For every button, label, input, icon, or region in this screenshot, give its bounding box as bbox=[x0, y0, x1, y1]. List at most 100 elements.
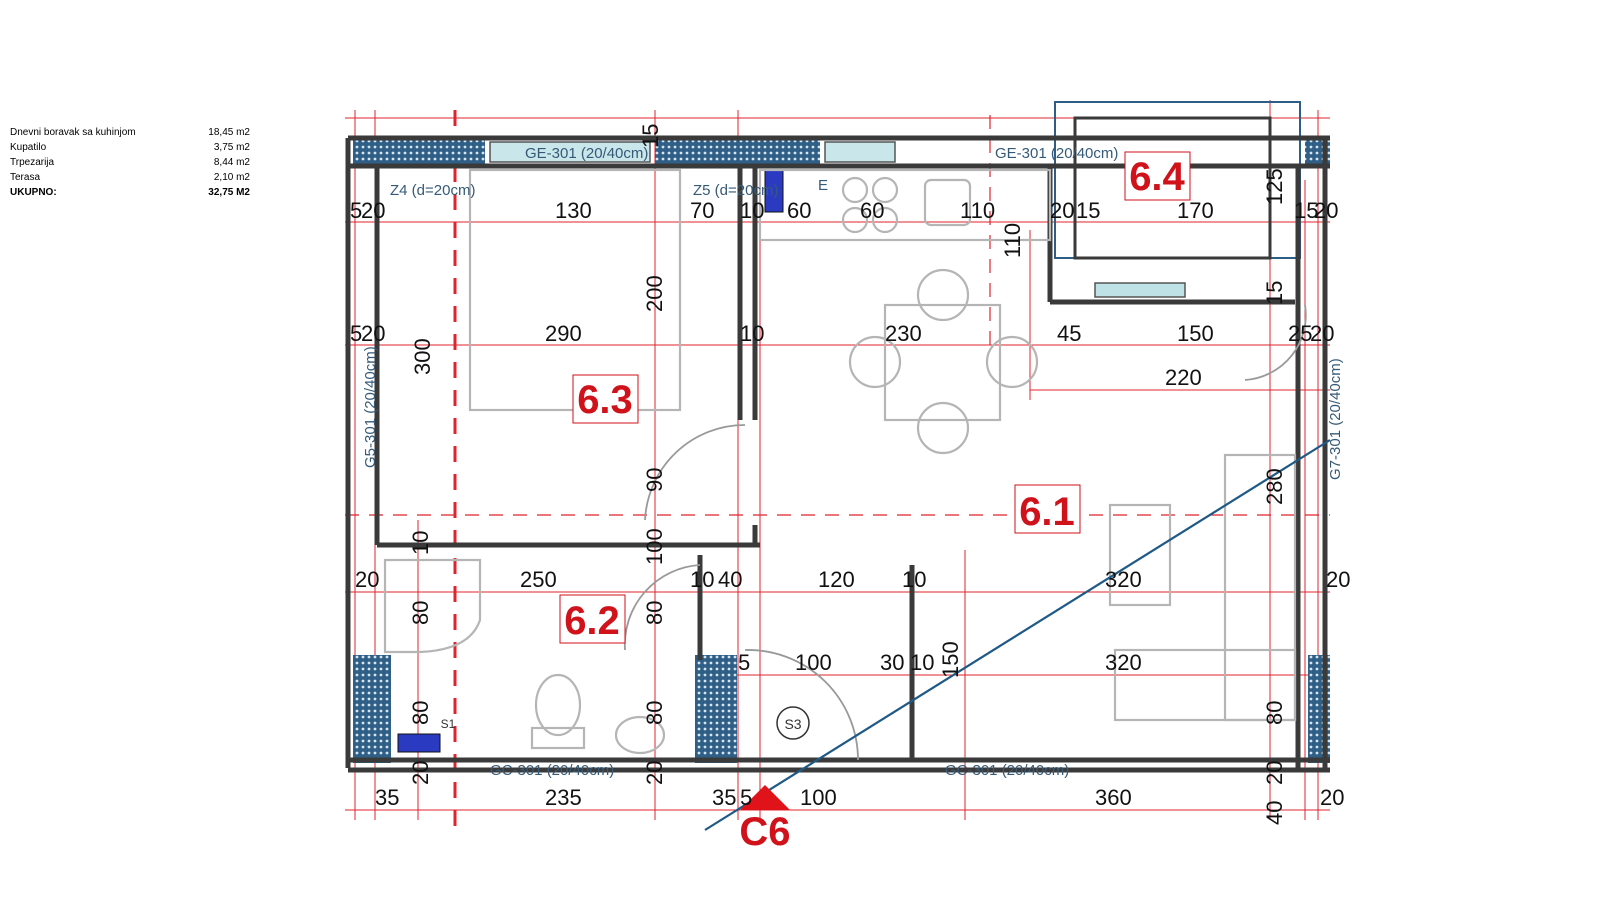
room-label-bathroom: 6.2 bbox=[564, 599, 620, 643]
dim-label: 230 bbox=[885, 321, 922, 346]
dim-label: 20 bbox=[408, 761, 433, 785]
dim-label: 20 bbox=[1326, 567, 1350, 592]
dim-label: 10 bbox=[902, 567, 926, 592]
dim-label: 5 bbox=[738, 650, 750, 675]
dim-label: 110 bbox=[1000, 223, 1025, 258]
dim-label: 10 bbox=[408, 531, 433, 555]
dim-label: 80 bbox=[1262, 701, 1287, 725]
dim-label: 250 bbox=[520, 567, 557, 592]
dim-label: 20 bbox=[361, 198, 385, 223]
legend-total-row: UKUPNO:32,75 M2 bbox=[10, 185, 250, 200]
legend-total-area: 32,75 M2 bbox=[208, 187, 250, 198]
dim-label: 130 bbox=[555, 198, 592, 223]
dim-label: 100 bbox=[642, 528, 667, 565]
dim-label: 10 bbox=[690, 567, 714, 592]
sofa-chaise bbox=[1113, 648, 1297, 722]
cooktop-burner bbox=[841, 176, 869, 204]
dim-label: 110 bbox=[960, 198, 995, 223]
dim-label: 220 bbox=[1165, 365, 1202, 390]
chair bbox=[985, 335, 1039, 389]
wall-code-bottom-left: GC-301 (20/40cm) bbox=[490, 762, 614, 779]
cooktop-burner bbox=[841, 206, 869, 234]
dim-label: 35 bbox=[712, 785, 736, 810]
dim-label: 20 bbox=[1314, 198, 1338, 223]
terrace-railing bbox=[1073, 116, 1272, 260]
dimensions-row-3: 20 250 10 40 120 10 320 20 bbox=[355, 567, 1350, 592]
s3-symbol-icon bbox=[776, 706, 810, 740]
dim-label: 10 bbox=[740, 198, 764, 223]
zone-label-z4: Z4 (d=20cm) bbox=[390, 182, 475, 199]
dim-label: 20 bbox=[355, 567, 379, 592]
structural-columns bbox=[353, 138, 1330, 763]
toilet-tank bbox=[530, 726, 586, 750]
cooktop-burner bbox=[871, 176, 899, 204]
bath-door-swing bbox=[623, 564, 701, 651]
legend-row: Terasa 2,10 m2 bbox=[10, 170, 250, 185]
dimensions-row-1: 5 20 130 70 10 60 60 110 20 15 170 15 20 bbox=[350, 198, 1338, 223]
dim-label: 5 bbox=[350, 198, 362, 223]
room-labels: 6.1 6.2 6.3 6.4 C6 bbox=[559, 151, 1191, 854]
dim-label: 15 bbox=[1262, 281, 1287, 305]
shower-tray bbox=[383, 558, 482, 654]
dim-label: 100 bbox=[795, 650, 832, 675]
section-marker-icon bbox=[740, 785, 790, 810]
dim-label: 40 bbox=[1262, 801, 1287, 825]
dim-label: 20 bbox=[642, 761, 667, 785]
wall-code-top-left: GE-301 (20/40cm) bbox=[525, 145, 648, 162]
room-label-bedroom: 6.3 bbox=[577, 378, 633, 422]
terrace-door-swing bbox=[1244, 304, 1307, 381]
dim-label: 80 bbox=[642, 701, 667, 725]
dim-label: 290 bbox=[545, 321, 582, 346]
dim-label: 20 bbox=[1262, 761, 1287, 785]
dim-label: 15 bbox=[1294, 198, 1318, 223]
dim-label: 80 bbox=[408, 701, 433, 725]
legend-room-area: 18,45 m2 bbox=[208, 127, 250, 138]
legend-room-name: Trpezarija bbox=[10, 157, 55, 168]
dim-label: 35 bbox=[375, 785, 399, 810]
wall-code-right: G7-301 (20/40cm) bbox=[1327, 358, 1344, 480]
chair bbox=[916, 401, 970, 455]
dim-label: 45 bbox=[1057, 321, 1081, 346]
legend-room-area: 2,10 m2 bbox=[213, 172, 250, 183]
chair bbox=[848, 335, 902, 389]
dim-label: 360 bbox=[1095, 785, 1132, 810]
dim-label: 320 bbox=[1105, 567, 1142, 592]
bedroom-door-swing bbox=[644, 424, 746, 521]
dim-label: 40 bbox=[718, 567, 742, 592]
dim-label: 15 bbox=[638, 124, 663, 148]
dim-label: 300 bbox=[410, 338, 435, 375]
section-label: C6 bbox=[739, 810, 790, 854]
room-label-terrace: 6.4 bbox=[1129, 155, 1185, 199]
dim-label: 5 bbox=[350, 321, 362, 346]
dining-table bbox=[883, 303, 1002, 422]
legend-room-name: Terasa bbox=[10, 172, 41, 183]
dim-label: 90 bbox=[642, 468, 667, 492]
dim-label: 125 bbox=[1262, 168, 1287, 205]
dim-label: 235 bbox=[545, 785, 582, 810]
electrical-symbol: E bbox=[818, 177, 828, 194]
dim-label: 150 bbox=[938, 641, 963, 678]
dim-label: 320 bbox=[1105, 650, 1142, 675]
toilet bbox=[534, 673, 582, 737]
cooktop-burner bbox=[871, 206, 899, 234]
dim-label: 20 bbox=[1310, 321, 1334, 346]
dim-label: 20 bbox=[1320, 785, 1344, 810]
wall-code-bottom-right: GC-301 (20/40cm) bbox=[945, 762, 1069, 779]
wall-code-left: G5-301 (20/40cm) bbox=[362, 346, 379, 468]
section-cut-line bbox=[704, 439, 1331, 831]
dimensions-row-4: 5 100 30 10 320 bbox=[738, 650, 1142, 675]
washbasin bbox=[614, 715, 666, 755]
dim-label: 280 bbox=[1262, 468, 1287, 505]
dimensions-row-2: 5 20 290 10 230 45 150 25 20 220 bbox=[350, 321, 1334, 390]
dim-label: 60 bbox=[860, 198, 884, 223]
coffee-table bbox=[1108, 503, 1172, 607]
dim-label: 5 bbox=[740, 785, 752, 810]
legend-room-area: 3,75 m2 bbox=[213, 142, 250, 153]
dim-label: 10 bbox=[740, 321, 764, 346]
legend-room-area: 8,44 m2 bbox=[213, 157, 250, 168]
legend-row: Trpezarija 8,44 m2 bbox=[10, 155, 250, 170]
room-label-living: 6.1 bbox=[1019, 490, 1075, 534]
windows bbox=[397, 141, 1186, 753]
